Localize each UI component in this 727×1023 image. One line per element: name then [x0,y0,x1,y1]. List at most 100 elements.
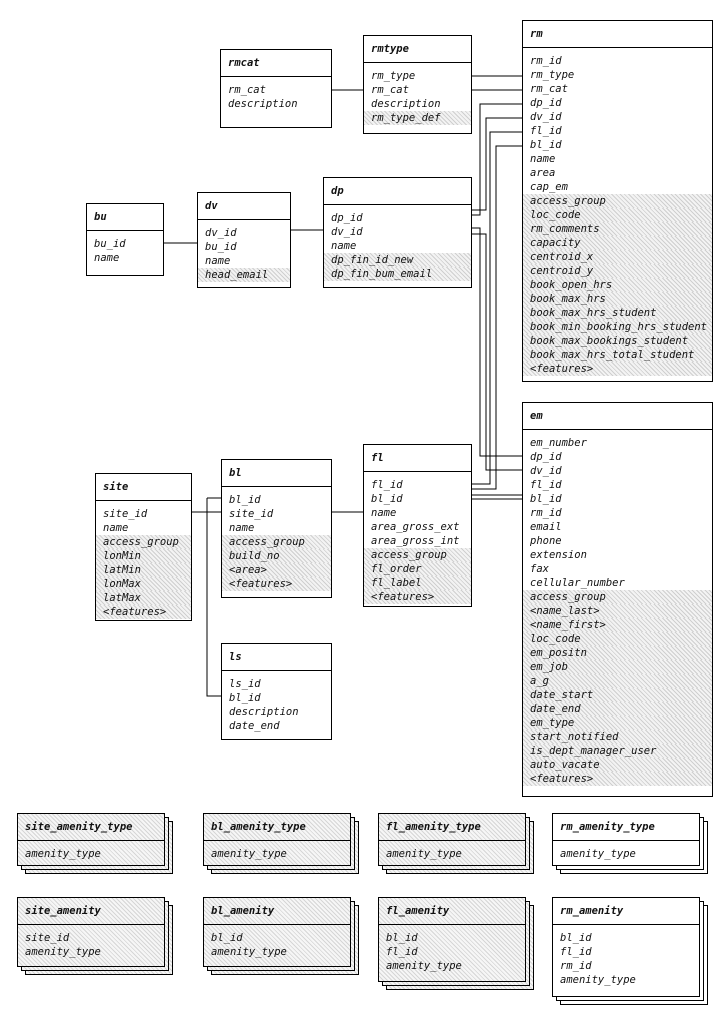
field: amenity_type [211,848,287,860]
field: centroid_y [523,264,712,278]
field: rm_type [371,70,416,82]
entity-title: em [523,403,712,430]
field: bl_id [560,932,592,944]
field: dp_id [530,97,562,109]
field: fl_id [560,946,592,958]
field: bl_id [386,932,418,944]
field: <features> [96,605,191,619]
field: fl_label [364,576,471,590]
field: book_max_bookings_student [523,334,712,348]
field: site_id [229,508,274,520]
field: amenity_type [386,848,462,860]
field: dv_id [530,465,562,477]
field-list: amenity_type [553,841,699,861]
field: dp_id [331,212,363,224]
field: lonMin [96,549,191,563]
field: phone [530,535,562,547]
field: book_open_hrs [523,278,712,292]
field: description [228,98,298,110]
entity-bl_amenity_type[interactable]: bl_amenity_type amenity_type [203,813,351,866]
field: date_end [229,720,280,732]
field: <name_first> [523,618,712,632]
link-dp-em-dp [472,227,522,457]
field-list: amenity_type [204,841,350,861]
entity-title: rm_amenity_type [553,814,699,841]
field: em_positn [523,646,712,660]
field: rm_id [530,507,562,519]
field: email [530,521,562,533]
entity-site_amenity[interactable]: site_amenity site_id amenity_type [17,897,165,967]
entity-title: bu [87,204,163,231]
entity-title: dp [324,178,471,205]
field: access_group [523,590,712,604]
entity-title: rm_amenity [553,898,699,925]
entity-title: site_amenity_type [18,814,164,841]
field: loc_code [523,208,712,222]
field: bl_id [530,493,562,505]
field: latMax [96,591,191,605]
field: date_start [523,688,712,702]
field: site_id [103,508,148,520]
entity-title: site_amenity [18,898,164,925]
field: head_email [198,268,290,282]
field: rm_comments [523,222,712,236]
field: a_g [523,674,712,688]
field: centroid_x [523,250,712,264]
entity-title: fl [364,445,471,472]
entity-title: site [96,474,191,501]
field: access_group [96,535,191,549]
field: em_type [523,716,712,730]
link-dp-rm-dv [472,117,522,211]
entity-title: bl [222,460,331,487]
field: capacity [523,236,712,250]
field: fl_id [530,479,562,491]
field: name [229,522,255,534]
link-dp-rm-dp [472,103,522,216]
field: book_min_booking_hrs_student [523,320,712,334]
entity-title: bl_amenity [204,898,350,925]
entity-title: rmtype [364,36,471,63]
field: dp_fin_bum_email [324,267,471,281]
field: <name_last> [523,604,712,618]
entity-title: fl_amenity [379,898,525,925]
field: name [94,252,120,264]
field: book_max_hrs_total_student [523,348,712,362]
entity-title: bl_amenity_type [204,814,350,841]
field: book_max_hrs_student [523,306,712,320]
field: bl_id [371,493,403,505]
field: amenity_type [25,946,101,958]
field: em_job [523,660,712,674]
field: access_group [523,194,712,208]
field: latMin [96,563,191,577]
field: dv_id [205,227,237,239]
field: site_id [25,932,70,944]
field: dp_id [530,451,562,463]
field: rm_type_def [364,111,471,125]
entity-title: rmcat [221,50,331,77]
field: amenity_type [211,946,287,958]
field: fl_id [371,479,403,491]
field-list: amenity_type [18,841,164,861]
